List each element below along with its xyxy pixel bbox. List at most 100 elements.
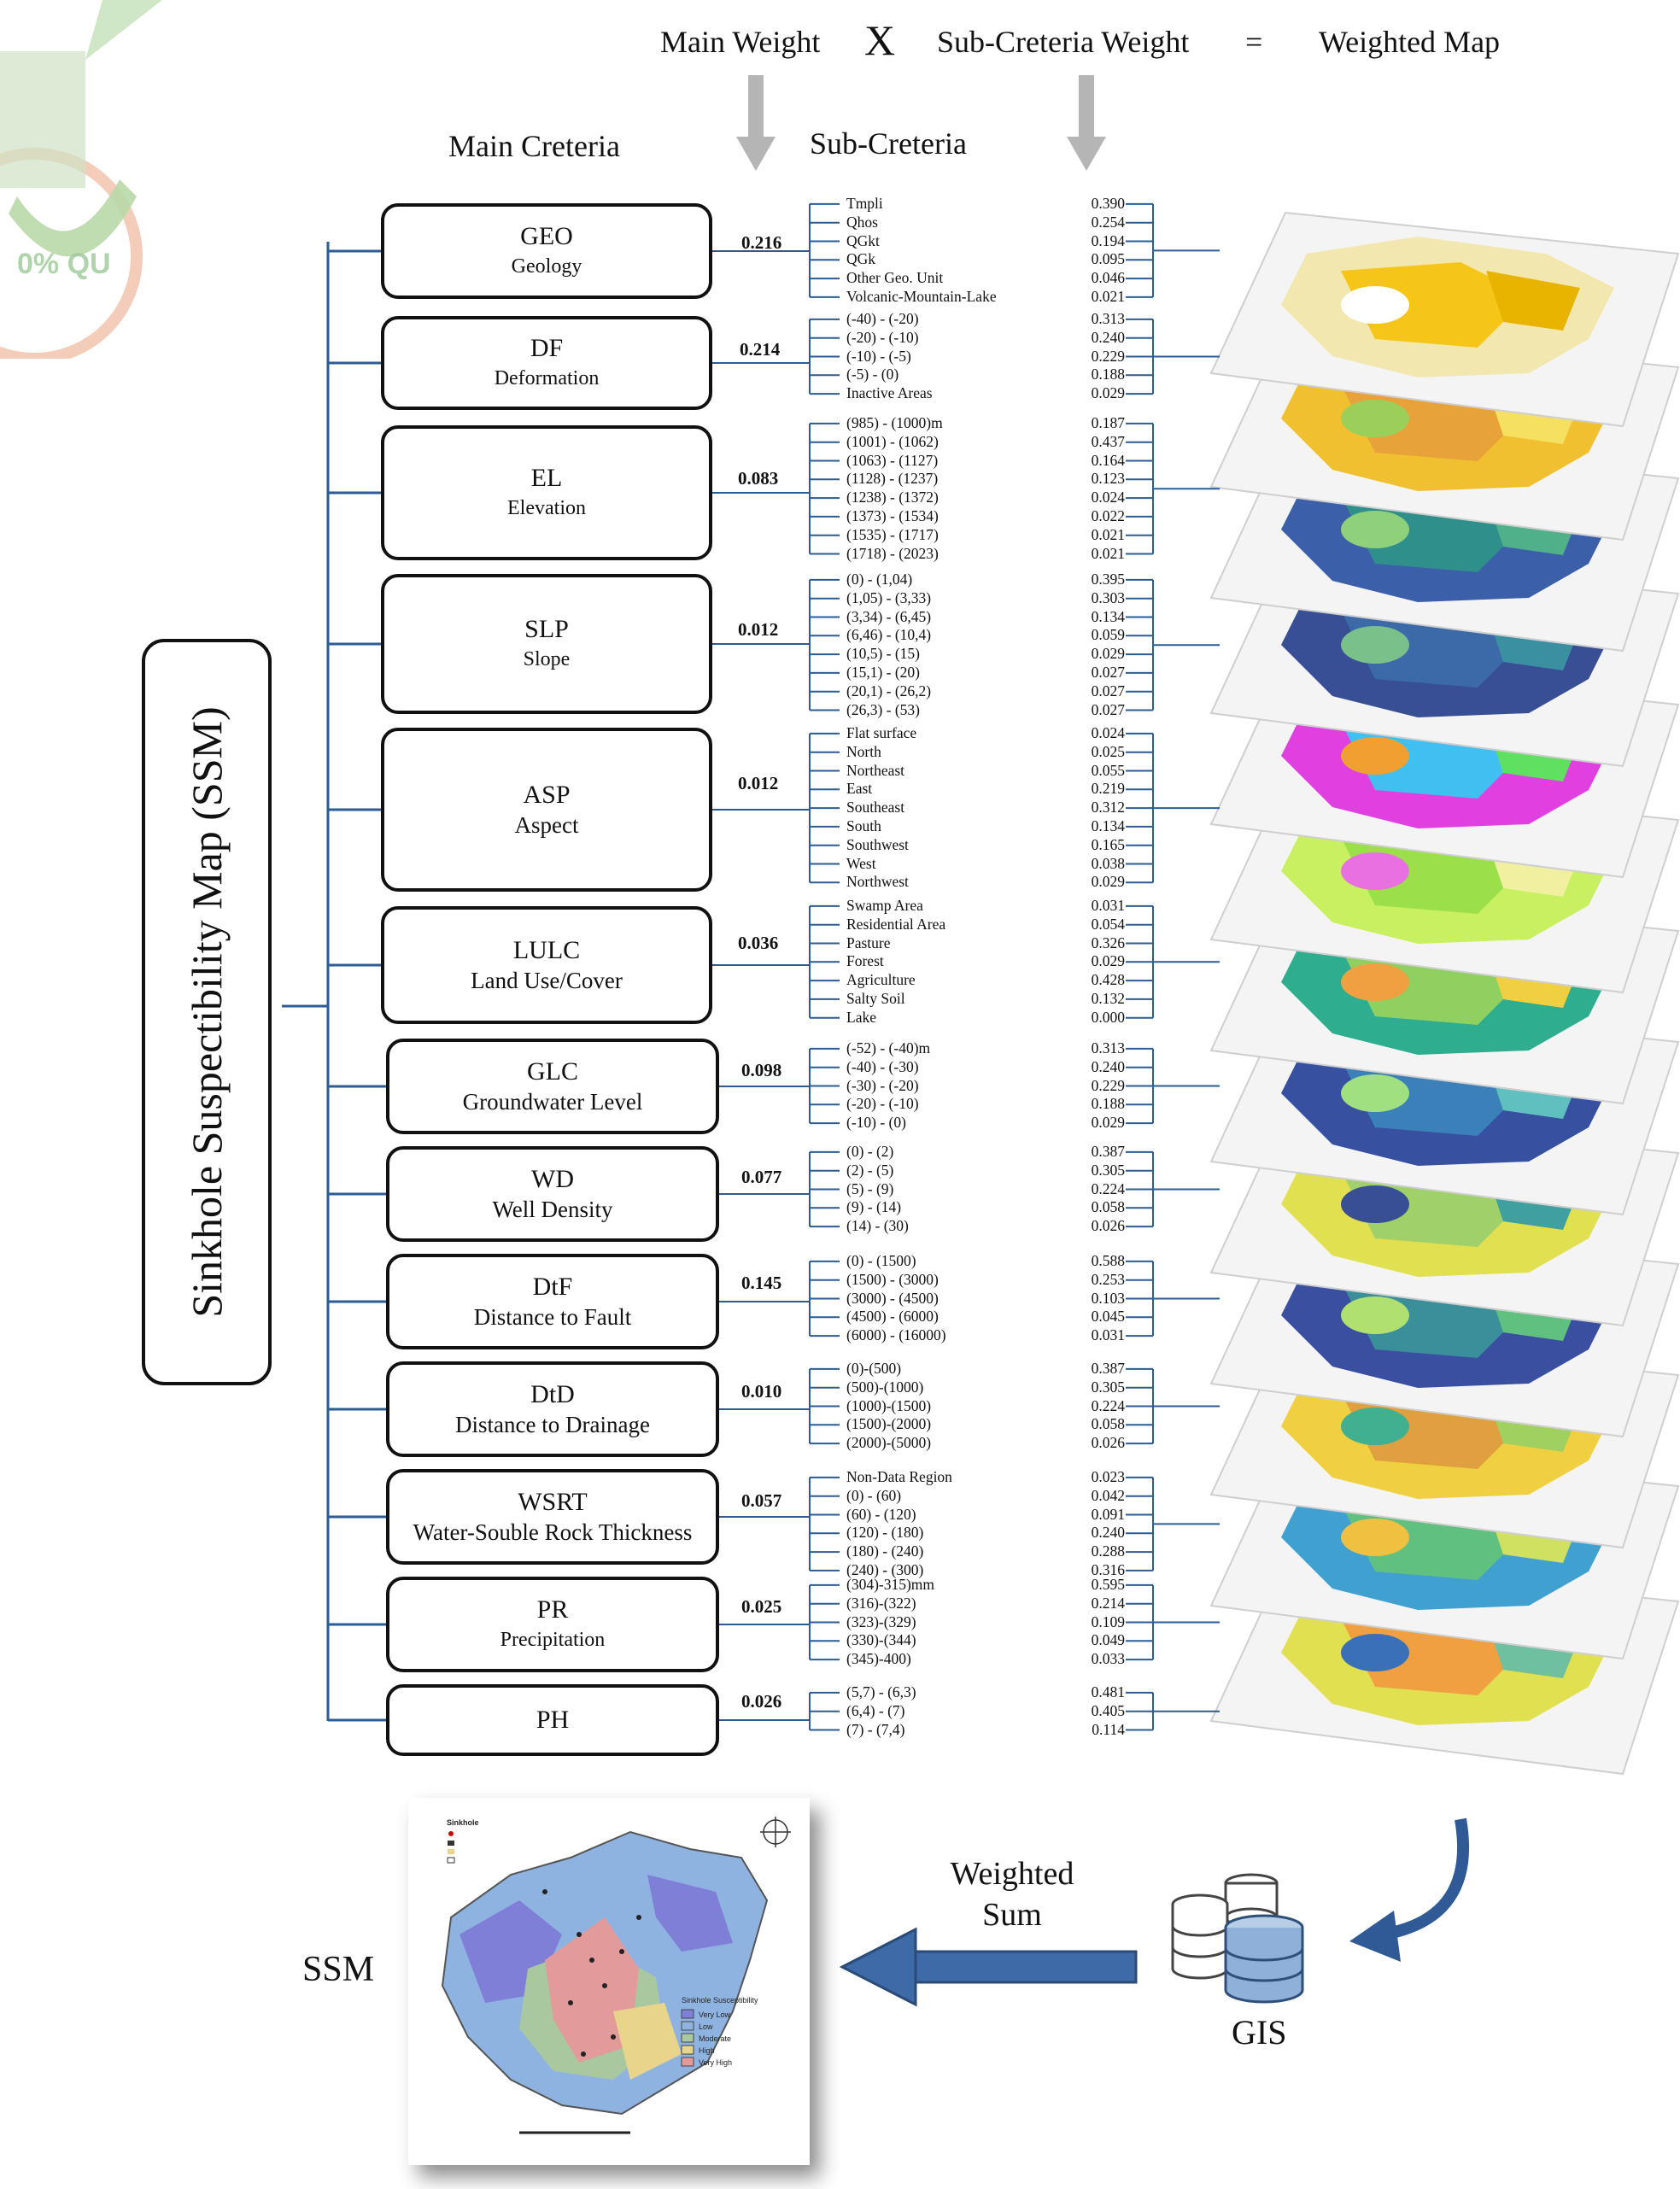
sub-criteria-item: (5) - (9) — [846, 1179, 894, 1197]
sub-criteria-weight: 0.229 — [1091, 1076, 1125, 1094]
sub-criteria-item: Residential Area — [846, 915, 946, 933]
sub-criteria-weight: 0.029 — [1091, 645, 1125, 663]
sub-criteria-item: (0) - (60) — [846, 1486, 902, 1504]
sub-criteria-weight: 0.240 — [1091, 328, 1125, 346]
ssm-legend-swatch — [681, 2033, 694, 2043]
sub-criteria-item: (180) - (240) — [846, 1542, 924, 1560]
sub-criteria-list: (0)-(500)(500)-(1000)(1000)-(1500)(1500)… — [846, 1360, 931, 1453]
sub-criteria-item: (0) - (1500) — [846, 1252, 916, 1269]
main-weight-value: 0.083 — [738, 468, 779, 489]
sub-criteria-item: (-10) - (-5) — [846, 347, 911, 365]
sub-criteria-weight: 0.303 — [1091, 588, 1125, 606]
sub-criteria-item: (1001) - (1062) — [846, 432, 939, 450]
sub-criteria-item: North — [846, 742, 881, 760]
sub-criteria-item: (1718) - (2023) — [846, 544, 939, 562]
criteria-code: WD — [531, 1165, 574, 1193]
sub-criteria-weight: 0.253 — [1091, 1270, 1125, 1288]
sub-criteria-item: Inactive Areas — [846, 384, 933, 402]
criteria-code: SLP — [524, 615, 569, 643]
sub-criteria-item: East — [846, 780, 873, 798]
main-weight-value: 0.012 — [738, 773, 779, 793]
sub-criteria-weight: 0.240 — [1091, 1057, 1125, 1075]
sub-criteria-item: (7) - (7,4) — [846, 1720, 905, 1738]
sub-criteria-weight: 0.132 — [1091, 989, 1125, 1007]
criteria-name: Groundwater Level — [462, 1089, 643, 1115]
sub-criteria-weight: 0.059 — [1091, 626, 1125, 644]
sub-criteria-weight: 0.058 — [1091, 1198, 1125, 1216]
sub-criteria-item: (1063) - (1127) — [846, 451, 939, 469]
sub-criteria-item: (10,5) - (15) — [846, 645, 921, 663]
sub-criteria-weight: 0.045 — [1091, 1308, 1125, 1326]
sub-criteria-list: (-40) - (-20)(-20) - (-10)(-10) - (-5)(-… — [846, 310, 933, 403]
weighted-sum-arrow — [839, 1927, 1138, 2007]
sub-criteria-weight: 0.031 — [1091, 897, 1125, 914]
sub-criteria-item: Tmpli — [846, 195, 883, 212]
sub-criteria-weight: 0.033 — [1091, 1650, 1125, 1668]
sub-criteria-item: (1238) - (1372) — [846, 489, 939, 506]
sub-criteria-weight: 0.387 — [1091, 1360, 1125, 1377]
criteria-box-wd: WD Well Density — [386, 1146, 719, 1242]
sub-criteria-weight: 0.091 — [1091, 1505, 1125, 1523]
sub-criteria-item: Volcanic-Mountain-Lake — [846, 287, 997, 305]
sub-criteria-weight: 0.390 — [1091, 195, 1125, 212]
sub-criteria-item: (0)-(500) — [846, 1360, 902, 1377]
sub-criteria-weight: 0.023 — [1091, 1468, 1125, 1485]
sub-criteria-list: (0) - (2)(2) - (5)(5) - (9)(9) - (14)(14… — [846, 1143, 909, 1236]
sub-criteria-item: (985) - (1000)m — [846, 414, 943, 431]
weighted-sum-label: Weighted Sum — [940, 1853, 1085, 1935]
sub-criteria-weight: 0.038 — [1091, 854, 1125, 872]
sub-criteria-list: (5,7) - (6,3)(6,4) - (7)(7) - (7,4) — [846, 1683, 916, 1739]
sub-criteria-weight: 0.405 — [1091, 1701, 1125, 1719]
ssm-legend-label: High — [699, 2046, 715, 2055]
sub-criteria-weight: 0.024 — [1091, 489, 1125, 506]
sub-criteria-weight: 0.123 — [1091, 470, 1125, 488]
sub-criteria-item: (330)-(344) — [846, 1631, 916, 1649]
sub-criteria-item: Qhos — [846, 213, 878, 231]
sub-criteria-weight: 0.031 — [1091, 1326, 1125, 1344]
criteria-name: Elevation — [507, 497, 586, 519]
sub-criteria-weight: 0.021 — [1091, 544, 1125, 562]
ssm-final-map: Sinkhole Sinkhole Susceptibility Very Lo… — [408, 1798, 810, 2165]
criteria-code: WSRT — [518, 1488, 588, 1516]
gray-down-arrow-main — [736, 75, 776, 171]
sub-criteria-weight: 0.103 — [1091, 1289, 1125, 1307]
sub-criteria-weight: 0.305 — [1091, 1161, 1125, 1179]
sub-criteria-item: Northwest — [846, 873, 909, 891]
sub-criteria-item: Other Geo. Unit — [846, 269, 944, 287]
sub-criteria-weight: 0.024 — [1091, 724, 1125, 741]
criteria-name: Well Density — [492, 1197, 613, 1222]
criteria-name: Land Use/Cover — [471, 968, 623, 993]
sub-criteria-weight: 0.395 — [1091, 571, 1125, 588]
sub-criteria-list: (0) - (1,04)(1,05) - (3,33)(3,34) - (6,4… — [846, 571, 931, 719]
ssm-legend-swatch — [681, 2009, 694, 2019]
ssm-title-box — [142, 639, 272, 1385]
sub-criteria-weight: 0.240 — [1091, 1524, 1125, 1542]
sub-criteria-weight: 0.000 — [1091, 1008, 1125, 1026]
sub-criteria-item: Agriculture — [846, 971, 916, 989]
sub-criteria-weight: 0.026 — [1091, 1217, 1125, 1235]
header-weighted-map: Weighted Map — [1319, 25, 1501, 59]
sub-criteria-list: (985) - (1000)m(1001) - (1062)(1063) - (… — [846, 414, 943, 563]
sub-criteria-item: (1000)-(1500) — [846, 1396, 932, 1414]
sub-criteria-weight: 0.595 — [1091, 1576, 1125, 1593]
sub-criteria-item: Non-Data Region — [846, 1468, 952, 1485]
criteria-code: LULC — [512, 936, 581, 964]
sub-criteria-weight: 0.288 — [1091, 1542, 1125, 1560]
header-times-sign: X — [864, 16, 896, 64]
sub-criteria-weight: 0.027 — [1091, 663, 1125, 681]
sub-criteria-item: (5,7) - (6,3) — [846, 1683, 916, 1700]
sub-criteria-heading: Sub-Creteria — [810, 126, 967, 161]
